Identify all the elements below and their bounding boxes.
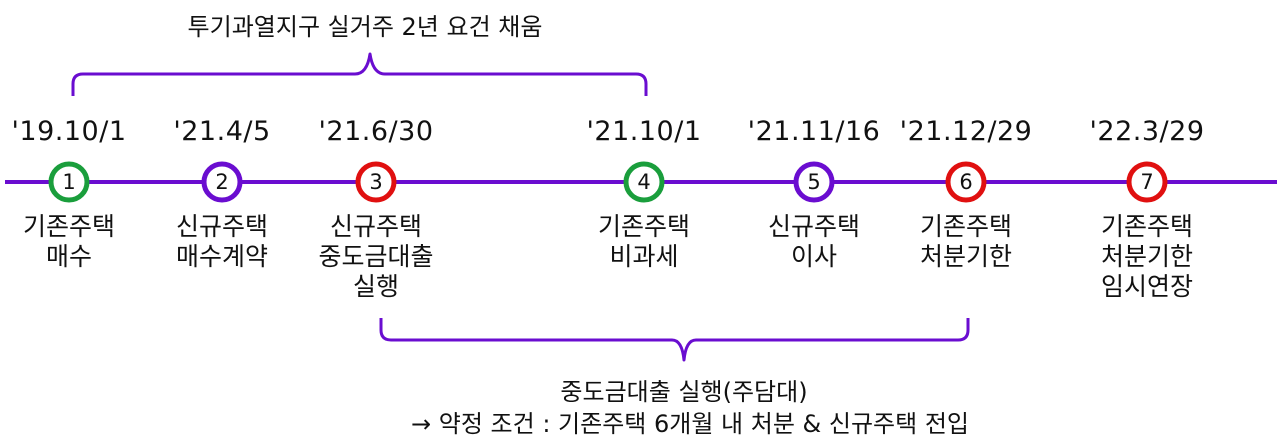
event-date: '21.6/30 <box>318 116 434 147</box>
event-label-line: 비과세 <box>609 242 679 271</box>
event-node-2 <box>201 161 243 203</box>
event-node-6 <box>945 161 987 203</box>
event-label-line: 기존주택 <box>1100 212 1193 241</box>
event-date: '19.10/1 <box>11 116 127 147</box>
event-label-line: 매수계약 <box>175 242 268 271</box>
event-node-5 <box>793 161 835 203</box>
bottom-brace <box>379 318 970 362</box>
event-node-number: 4 <box>637 170 651 194</box>
event-date: '21.12/29 <box>899 116 1033 147</box>
event-label-line: 임시연장 <box>1100 272 1193 301</box>
event-date: '21.11/16 <box>747 116 881 147</box>
event-label-line: 처분기한 <box>919 242 1012 271</box>
event-node-number: 6 <box>959 170 973 194</box>
event-label-line: 이사 <box>790 242 837 271</box>
bottom-brace-label: 중도금대출 실행(주담대) <box>560 378 808 406</box>
event-node-1 <box>48 161 90 203</box>
event-label-line: 기존주택 <box>22 212 115 241</box>
event-label-line: 신규주택 <box>175 212 268 241</box>
event-label-line: 처분기한 <box>1100 242 1193 271</box>
event-label-line: 기존주택 <box>597 212 690 241</box>
bottom-brace-condition: → 약정 조건 : 기존주택 6개월 내 처분 & 신규주택 전입 <box>411 410 969 438</box>
event-label-line: 신규주택 <box>767 212 860 241</box>
top-brace-label: 투기과열지구 실거주 2년 요건 채움 <box>187 13 543 41</box>
event-label-line: 신규주택 <box>329 212 422 241</box>
event-label-line: 매수 <box>45 242 92 271</box>
event-node-7 <box>1126 161 1168 203</box>
event-node-number: 2 <box>215 170 229 194</box>
event-date: '22.3/29 <box>1089 116 1205 147</box>
event-node-number: 5 <box>807 170 821 194</box>
event-node-3 <box>355 161 397 203</box>
event-node-4 <box>623 161 665 203</box>
event-label-line: 중도금대출 <box>318 242 434 271</box>
event-date: '21.4/5 <box>173 116 271 147</box>
top-brace <box>71 52 648 96</box>
event-node-number: 3 <box>369 170 383 194</box>
event-label-line: 기존주택 <box>919 212 1012 241</box>
timeline-nodes <box>48 161 1168 203</box>
event-label-line: 실행 <box>352 272 399 301</box>
event-node-number: 7 <box>1140 170 1154 194</box>
event-node-number: 1 <box>62 170 76 194</box>
event-date: '21.10/1 <box>586 116 702 147</box>
